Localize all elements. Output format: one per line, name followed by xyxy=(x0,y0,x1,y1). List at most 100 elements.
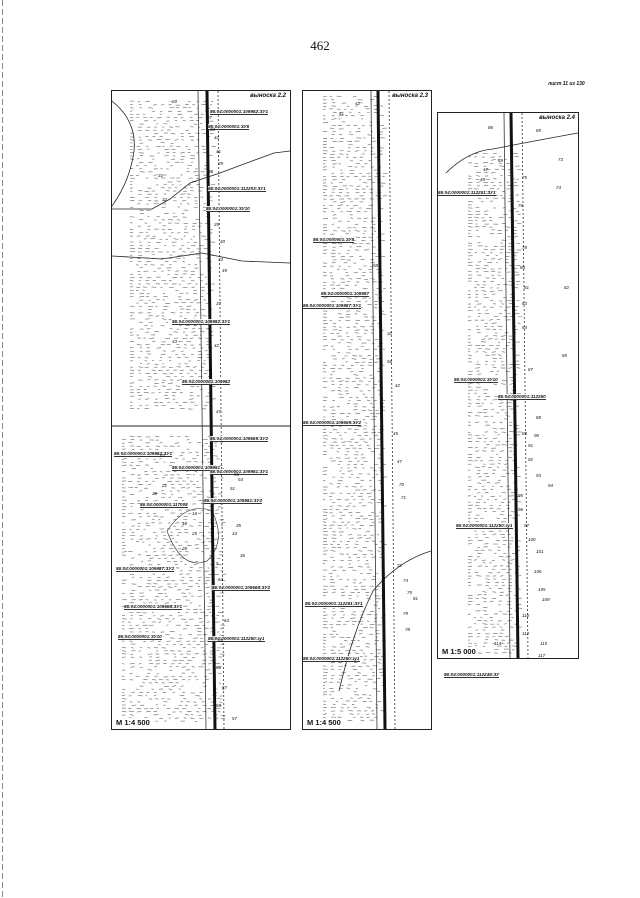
parcel-label: 86:04:0000001:109669:ЗУ2 xyxy=(303,420,361,426)
point-number: 65 xyxy=(218,638,224,643)
point-number: 21 xyxy=(162,483,168,488)
point-number: 95 xyxy=(518,493,524,498)
parcel-label: 86:04:0000001:109669:ЗУ2 xyxy=(210,436,268,442)
road-main-line xyxy=(509,113,520,658)
point-number: 58 xyxy=(373,263,379,268)
point-number: 58 xyxy=(216,703,222,708)
point-number: 114 xyxy=(494,641,502,646)
parcel-label: 86:04:0000001:109982:ЗУ1 xyxy=(172,319,230,325)
point-number: 75 xyxy=(522,175,528,180)
point-number: 42 xyxy=(214,343,220,348)
point-number: 63 xyxy=(224,618,230,623)
parcel-label: 86:04:0000001:112251:ЗУ1 xyxy=(438,190,496,196)
point-number: 37 xyxy=(216,301,222,306)
point-number: 39 xyxy=(214,222,220,227)
point-number: 52 xyxy=(160,453,166,458)
point-number: 42 xyxy=(214,135,220,140)
road-edge-line xyxy=(521,113,529,658)
road-main-line xyxy=(376,91,387,729)
point-number: 88 xyxy=(536,415,542,420)
parcel-label: 86:04:0000001:112250:зу1 xyxy=(456,523,513,529)
scale-label: M 1:5 000 xyxy=(440,647,478,656)
boundary-line xyxy=(112,252,290,264)
road-edge-line xyxy=(370,91,378,729)
point-number: 112 xyxy=(522,631,530,636)
parcel-label: 86:04:0000001:112203:ЗУ1 xyxy=(208,186,266,192)
point-number: 67 xyxy=(222,685,228,690)
parcel-label: 86:04:0000001:109981:ЗУ2 xyxy=(204,498,262,504)
parcel-label: 86:04:0000001:109987 xyxy=(321,291,370,297)
point-number: 33 xyxy=(218,257,224,262)
point-number: 47 xyxy=(216,409,222,414)
boundary-line xyxy=(112,100,135,207)
point-number: 71 xyxy=(401,495,407,500)
point-number: 27 xyxy=(207,115,213,120)
point-number: 66 xyxy=(216,665,222,670)
point-number: 40 xyxy=(220,239,226,244)
point-number: 94 xyxy=(548,483,554,488)
point-number: 81 xyxy=(524,285,530,290)
point-number: 90 xyxy=(534,433,540,438)
point-number: 117 xyxy=(538,653,546,658)
point-number: 87 xyxy=(528,367,534,372)
point-number: 34 xyxy=(232,531,238,536)
point-number: 82 xyxy=(564,285,570,290)
point-number: 92 xyxy=(528,457,534,462)
point-number: 74 xyxy=(556,185,562,190)
point-number: 18 xyxy=(182,521,188,526)
point-number: 32 xyxy=(387,331,393,336)
parcel-label: 86:04:0000001:112250:зу1 xyxy=(208,636,265,642)
point-number: 115 xyxy=(540,641,548,646)
point-number: 93 xyxy=(536,473,542,478)
parcel-label: 86:04:0000001:109668:ЗУ1 xyxy=(124,604,182,610)
point-number: 56 xyxy=(387,359,393,364)
point-number: 76 xyxy=(518,203,524,208)
point-number: 30 xyxy=(208,169,214,174)
point-number: 47 xyxy=(483,167,489,172)
parcel-label: 86:04:0000001:109668:ЗУ2 xyxy=(212,585,270,591)
point-number: 43 xyxy=(172,339,178,344)
point-number: 80 xyxy=(520,265,526,270)
map-graphic-2-3 xyxy=(322,91,431,729)
page-edge-rule xyxy=(2,0,3,898)
point-number: 36 xyxy=(240,553,246,558)
parcel-label: 86:04:0000001:ЗУ10 xyxy=(118,634,162,640)
road-main-line xyxy=(205,91,217,729)
point-number: 69 xyxy=(498,158,504,163)
point-number: 45 xyxy=(393,431,399,436)
point-number: 109 xyxy=(542,597,550,602)
point-number: 106 xyxy=(534,569,542,574)
point-number: 84 xyxy=(522,325,528,330)
point-number: 81 xyxy=(413,596,419,601)
parcel-label: 86:04:0000001:ЗУ8 xyxy=(313,237,355,243)
map-panel-2-2: выноска 2.2 M 1:4 500 86:04:0000001:1099… xyxy=(111,90,291,730)
road-edge-line xyxy=(197,91,207,729)
point-number: 49 xyxy=(222,268,228,273)
point-number: 86 xyxy=(488,125,494,130)
point-number: 28 xyxy=(182,546,188,551)
point-number: 100 xyxy=(528,537,536,542)
point-number: 74 xyxy=(403,578,409,583)
point-number: 25 xyxy=(192,531,198,536)
point-number: 31 xyxy=(158,173,164,178)
hatch-area xyxy=(121,100,227,723)
point-number: 83 xyxy=(522,301,528,306)
point-number: 75 xyxy=(407,590,413,595)
point-number: 47 xyxy=(397,459,403,464)
boundary-line xyxy=(112,150,290,210)
point-number: 85 xyxy=(536,128,542,133)
map-panel-2-4: выноска 2.4 M 1:5 000 86:04:0000001:1122… xyxy=(437,112,579,659)
point-number: 96 xyxy=(518,507,524,512)
parcel-label: 86:04:0000001:ЗУ10 xyxy=(454,377,498,383)
point-number: 41 xyxy=(216,149,222,154)
point-number: 79 xyxy=(403,611,409,616)
point-number: 54 xyxy=(238,477,244,482)
parcel-label: 86:04:0000001:112250:зу1 xyxy=(303,656,360,662)
point-number: 97 xyxy=(524,523,530,528)
point-number: 55 xyxy=(234,472,240,477)
point-number: 5 xyxy=(216,561,219,566)
point-number: 34 xyxy=(210,127,216,132)
point-number: 89 xyxy=(522,431,528,436)
point-number: 48 xyxy=(480,177,486,182)
